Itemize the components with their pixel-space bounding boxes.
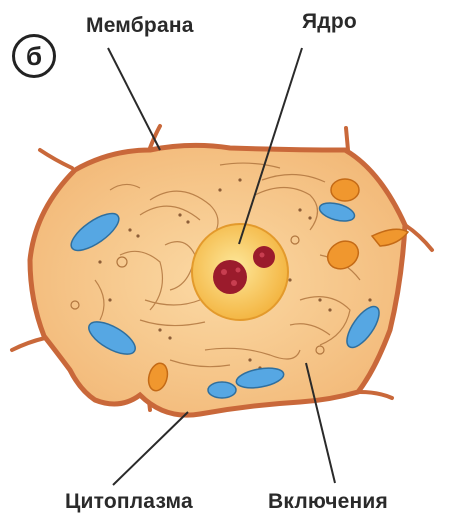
inclusion [331, 179, 359, 201]
nucleus-label: Ядро [302, 10, 357, 34]
membrane-label: Мембрана [86, 14, 194, 38]
cytoplasm-leader [113, 412, 188, 485]
inclusions-label: Включения [268, 490, 388, 514]
membrane-leader [108, 48, 160, 150]
cytoplasm-label: Цитоплазма [65, 490, 193, 514]
nucleolus [253, 246, 275, 268]
panel-letter: б [26, 41, 42, 72]
nucleolus [213, 260, 247, 294]
mitochondrion [208, 382, 236, 398]
panel-letter-badge: б [12, 34, 56, 78]
